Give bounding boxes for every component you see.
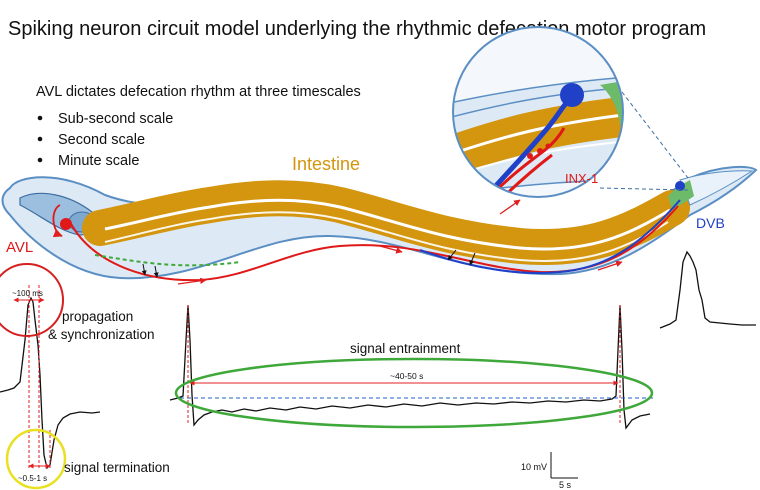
timescale-item: Minute scale [58,153,139,169]
propagation-arrow-icon [379,245,403,254]
scale-mv-label: 10 mV [521,462,547,472]
propagation-arrow-icon [481,195,509,197]
zoom-connector [599,187,689,191]
anal-region [668,180,694,210]
timescale-list: Sub-second scale Second scale Minute sca… [37,111,173,169]
timescale-item: Second scale [58,132,145,148]
entrainment-label: signal entrainment [350,341,461,356]
dvb-label: DVB [696,215,725,231]
zoom-connector [621,91,689,179]
propagation-arrow-icon [177,277,207,285]
sub-second-circle [0,263,64,337]
dvb-trace-line [659,250,756,329]
enteric-muscle [94,254,241,267]
bullet-icon [37,157,43,163]
timescale-item: Sub-second scale [58,111,173,127]
entrainment-trace-line [169,304,651,430]
intro-text: AVL dictates defecation rhythm at three … [36,84,361,100]
inx1-label: INX-1 [565,171,598,186]
sync-arrow-icon [153,265,159,278]
sync-arrow-icon [447,249,457,261]
worm-body [1,165,758,285]
termination-circle [5,428,67,490]
propagation-arrow-icon [597,260,623,271]
avl-action-potential-trace: ~100 ms ~0.5-1 s [0,263,101,490]
dvb-axon [419,199,681,275]
dvb-trace [659,250,756,329]
avl-soma [60,218,72,230]
synchronization-label: & synchronization [48,327,155,342]
avl-label: AVL [6,239,33,256]
duration-100ms-label: ~100 ms [12,289,43,298]
entrainment-trace: ~40-50 s [169,304,655,430]
scale-s-label: 5 s [559,480,572,490]
intestine [82,180,690,266]
termination-label: signal termination [64,460,170,475]
entrainment-ellipse [174,357,654,429]
avl-trace [0,296,101,470]
propagation-label: propagation [62,309,133,324]
duration-40-50s-label: ~40-50 s [390,371,423,381]
sync-arrow-icon [141,263,147,276]
worm-tail-inner [679,170,754,206]
duration-05-1s-label: ~0.5-1 s [18,474,47,483]
figure-title: Spiking neuron circuit model underlying … [8,18,706,40]
intestine-lumen [104,198,671,251]
scale-bar: 10 mV 5 s [521,452,578,490]
dvb-soma [675,181,685,191]
inx1-zoom-inset: INX-1 [452,26,689,198]
bullet-icon [37,115,43,121]
zoom-circle [452,26,624,198]
bullet-icon [37,136,43,142]
propagation-arrow-icon [499,199,521,215]
intestine-label: Intestine [292,154,360,174]
dvb-soma-zoom [560,83,584,107]
intestine-lumen [104,211,669,263]
avl-loop-icon [52,204,63,238]
sync-arrow-icon [469,252,476,266]
